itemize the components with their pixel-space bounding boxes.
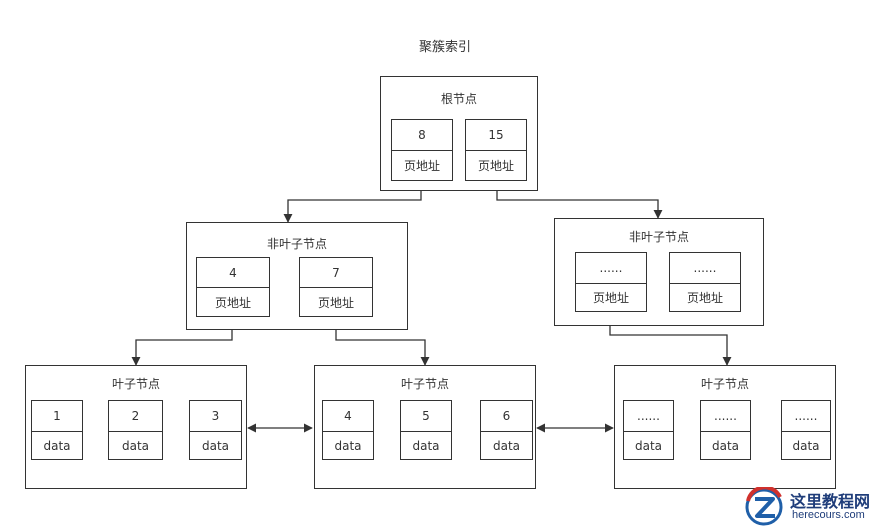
cell-page-address: 页地址	[670, 283, 740, 311]
edge-root-to-internal-left	[283, 182, 422, 223]
leaf-cell: ...... data	[623, 400, 674, 460]
cell-data: data	[401, 431, 451, 459]
cell-page-address: 页地址	[392, 150, 452, 180]
leaf-cell: 3 data	[189, 400, 242, 460]
leaf-cell: 2 data	[108, 400, 163, 460]
internal-cell: 7 页地址	[299, 257, 373, 317]
leaf-node-label: 叶子节点	[400, 377, 449, 391]
root-cell: 15 页地址	[465, 119, 527, 181]
cell-page-address: 页地址	[197, 287, 269, 316]
leaf-cell: 5 data	[400, 400, 452, 460]
cell-key: 2	[131, 409, 140, 423]
cell-key: ......	[693, 261, 717, 275]
cell-key: 4	[229, 265, 237, 280]
watermark-logo: 这里教程网 herecours.com	[740, 485, 890, 528]
cell-data: data	[481, 431, 532, 459]
cell-key: 3	[211, 409, 220, 423]
cell-key: 7	[332, 265, 340, 280]
cell-key: ......	[637, 409, 660, 423]
cell-key: 15	[488, 128, 504, 142]
cell-page-address: 页地址	[576, 283, 646, 311]
cell-key: ......	[794, 409, 818, 423]
internal-cell: ...... 页地址	[575, 252, 647, 312]
cell-key: ......	[714, 409, 737, 423]
root-node-label: 根节点	[440, 92, 477, 106]
cell-data: data	[32, 431, 82, 459]
cell-key: 6	[502, 409, 511, 423]
cell-key: 1	[53, 409, 61, 423]
watermark-z-icon	[745, 487, 783, 526]
cell-key: ......	[599, 261, 623, 275]
internal-cell: 4 页地址	[196, 257, 270, 317]
internal-node-right: 非叶子节点 ...... 页地址 ...... 页地址	[554, 218, 764, 326]
internal-node-label: 非叶子节点	[628, 230, 689, 244]
cell-key: 8	[418, 128, 426, 142]
leaf-cell: 6 data	[480, 400, 533, 460]
cell-data: data	[701, 431, 750, 459]
cell-key: 5	[422, 409, 430, 423]
leaf-node-label: 叶子节点	[700, 377, 749, 391]
watermark-title: 这里教程网	[790, 492, 871, 511]
leaf-cell: ...... data	[700, 400, 751, 460]
cell-key: 4	[344, 409, 352, 423]
cell-data: data	[190, 431, 241, 459]
diagram-title: 聚簇索引	[418, 40, 471, 55]
cell-data: data	[782, 431, 830, 459]
cell-page-address: 页地址	[466, 150, 526, 180]
leaf-node-middle: 叶子节点 4 data 5 data 6 data	[314, 365, 536, 489]
root-node: 根节点 8 页地址 15 页地址	[380, 76, 538, 191]
internal-node-left: 非叶子节点 4 页地址 7 页地址	[186, 222, 408, 330]
leaf-node-label: 叶子节点	[111, 377, 160, 391]
watermark-url: herecours.com	[792, 509, 865, 521]
leaf-cell: 1 data	[31, 400, 83, 460]
cell-page-address: 页地址	[300, 287, 372, 316]
cell-data: data	[323, 431, 373, 459]
internal-node-label: 非叶子节点	[266, 237, 327, 251]
leaf-node-left: 叶子节点 1 data 2 data 3 data	[25, 365, 247, 489]
internal-cell: ...... 页地址	[669, 252, 741, 312]
leaf-node-right: 叶子节点 ...... data ...... data ...... data	[614, 365, 836, 489]
cell-data: data	[109, 431, 162, 459]
root-cell: 8 页地址	[391, 119, 453, 181]
edge-root-to-internal-right	[496, 182, 663, 219]
leaf-cell: ...... data	[781, 400, 831, 460]
leaf-cell: 4 data	[322, 400, 374, 460]
cell-data: data	[624, 431, 673, 459]
